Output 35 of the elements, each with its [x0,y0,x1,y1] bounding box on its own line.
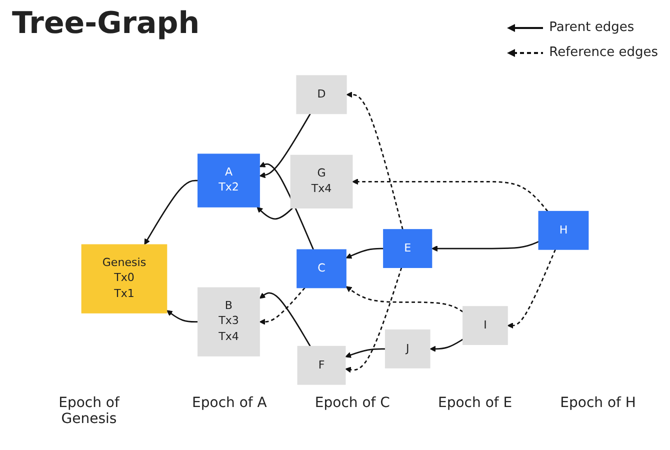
arrow [259,113,311,178]
arrow [259,287,306,325]
node-box: C [296,249,346,288]
epoch-label: Epoch of Genesis [58,395,121,427]
arrow [259,292,311,347]
arrow [432,240,539,252]
arrow [345,267,402,373]
arrow [346,286,464,312]
epoch-label: Epoch of H [560,395,636,413]
epoch-label: Epoch of A [192,395,267,413]
node-box: F [297,346,346,385]
epoch-label: Epoch of E [438,395,512,413]
arrow [430,338,464,352]
arrow [507,249,556,329]
node-box: I [462,306,508,345]
diagram-title: Tree-Graph [12,6,200,41]
node-box: Genesis Tx0 Tx1 [81,244,168,314]
arrow [166,310,198,323]
arrow [346,92,404,230]
arrow [346,248,384,259]
node-box: G Tx4 [290,154,353,208]
legend-label: Reference edges [549,45,658,60]
arrow [144,180,198,245]
node-box: J [384,329,430,368]
arrow [352,178,548,212]
epoch-label: Epoch of C [314,395,390,413]
node-box: H [538,210,589,250]
node-box: A Tx2 [198,154,260,208]
node-box: D [296,75,347,114]
legend-label: Parent edges [549,20,634,35]
node-box: B Tx3 Tx4 [198,287,260,356]
arrow [259,162,314,250]
arrow [345,348,386,358]
node-box: E [383,229,432,268]
arrow [256,206,293,220]
